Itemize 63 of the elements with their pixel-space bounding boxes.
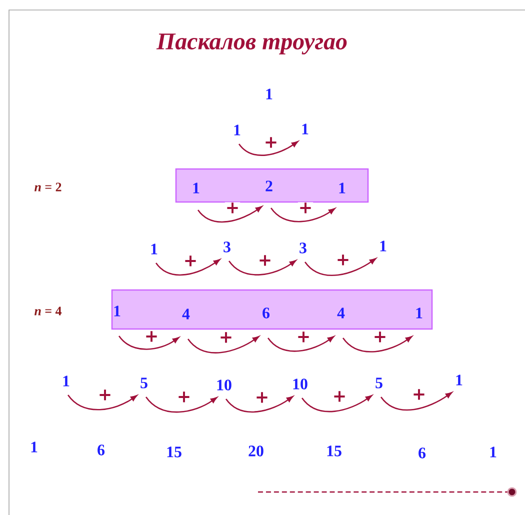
number: 3	[300, 242, 306, 254]
plus-arc-arrow	[146, 396, 218, 413]
edge-label: +	[218, 332, 234, 344]
number: 15	[327, 446, 342, 456]
edge-label: +	[296, 331, 312, 343]
number: 10	[293, 378, 308, 390]
plus-arc-arrow	[304, 258, 376, 276]
edge-label: +	[254, 392, 270, 404]
plus-arc-arrow	[268, 336, 334, 352]
number: 6	[98, 444, 105, 456]
edge-label: +	[182, 255, 198, 267]
edge-label: +	[97, 389, 113, 401]
plus-arc-arrow	[380, 392, 452, 411]
number: 3	[224, 242, 230, 252]
edge-label: +	[332, 390, 348, 402]
highlight-box	[175, 168, 369, 203]
row-label: n = 4	[34, 306, 62, 316]
number: 4	[182, 308, 190, 320]
plus-arc-arrow	[68, 394, 138, 410]
number: 1	[490, 446, 496, 458]
edge-label: +	[257, 254, 273, 266]
edge-label: +	[335, 254, 351, 266]
plus-arc-arrow	[342, 336, 412, 352]
edge-label: +	[298, 202, 314, 214]
title: Паскалов троугао	[156, 34, 347, 54]
number: 20	[248, 446, 264, 456]
number: 6	[262, 308, 270, 318]
edge-label: +	[224, 202, 240, 214]
plus-arc-arrow	[302, 395, 372, 412]
edge-label: +	[372, 331, 388, 343]
plus-arc-arrow	[118, 336, 180, 350]
number: 1	[234, 124, 240, 136]
plus-arc-arrow	[188, 336, 260, 354]
edge-label: +	[263, 136, 279, 148]
number: 5	[140, 378, 148, 388]
plus-arc-arrow	[226, 396, 294, 413]
edge-label: +	[144, 330, 160, 342]
number: 4	[337, 308, 345, 318]
plus-arc-arrow	[156, 259, 220, 276]
number: 15	[167, 446, 182, 458]
edge-label: +	[176, 391, 192, 403]
row-label: n = 2	[34, 182, 62, 192]
number: 1	[63, 376, 70, 386]
number: 1	[456, 374, 462, 386]
number: 1	[31, 442, 38, 452]
number: 1	[266, 88, 272, 100]
number: 6	[418, 448, 426, 458]
number: 5	[376, 378, 382, 388]
number: 1	[193, 182, 200, 194]
highlight-box	[111, 289, 433, 330]
number: 2	[266, 180, 272, 192]
edge-label: +	[411, 388, 427, 400]
plus-arc-arrow	[270, 208, 336, 222]
number: 1	[114, 306, 120, 316]
plus-arc-arrow	[228, 260, 296, 276]
number: 1	[380, 240, 386, 252]
number: 1	[416, 308, 422, 318]
number: 1	[302, 124, 308, 134]
plus-arc-arrow	[238, 141, 298, 156]
plus-arc-arrow	[198, 206, 262, 223]
number: 10	[217, 380, 232, 390]
number: 1	[339, 182, 346, 194]
number: 1	[151, 244, 158, 254]
